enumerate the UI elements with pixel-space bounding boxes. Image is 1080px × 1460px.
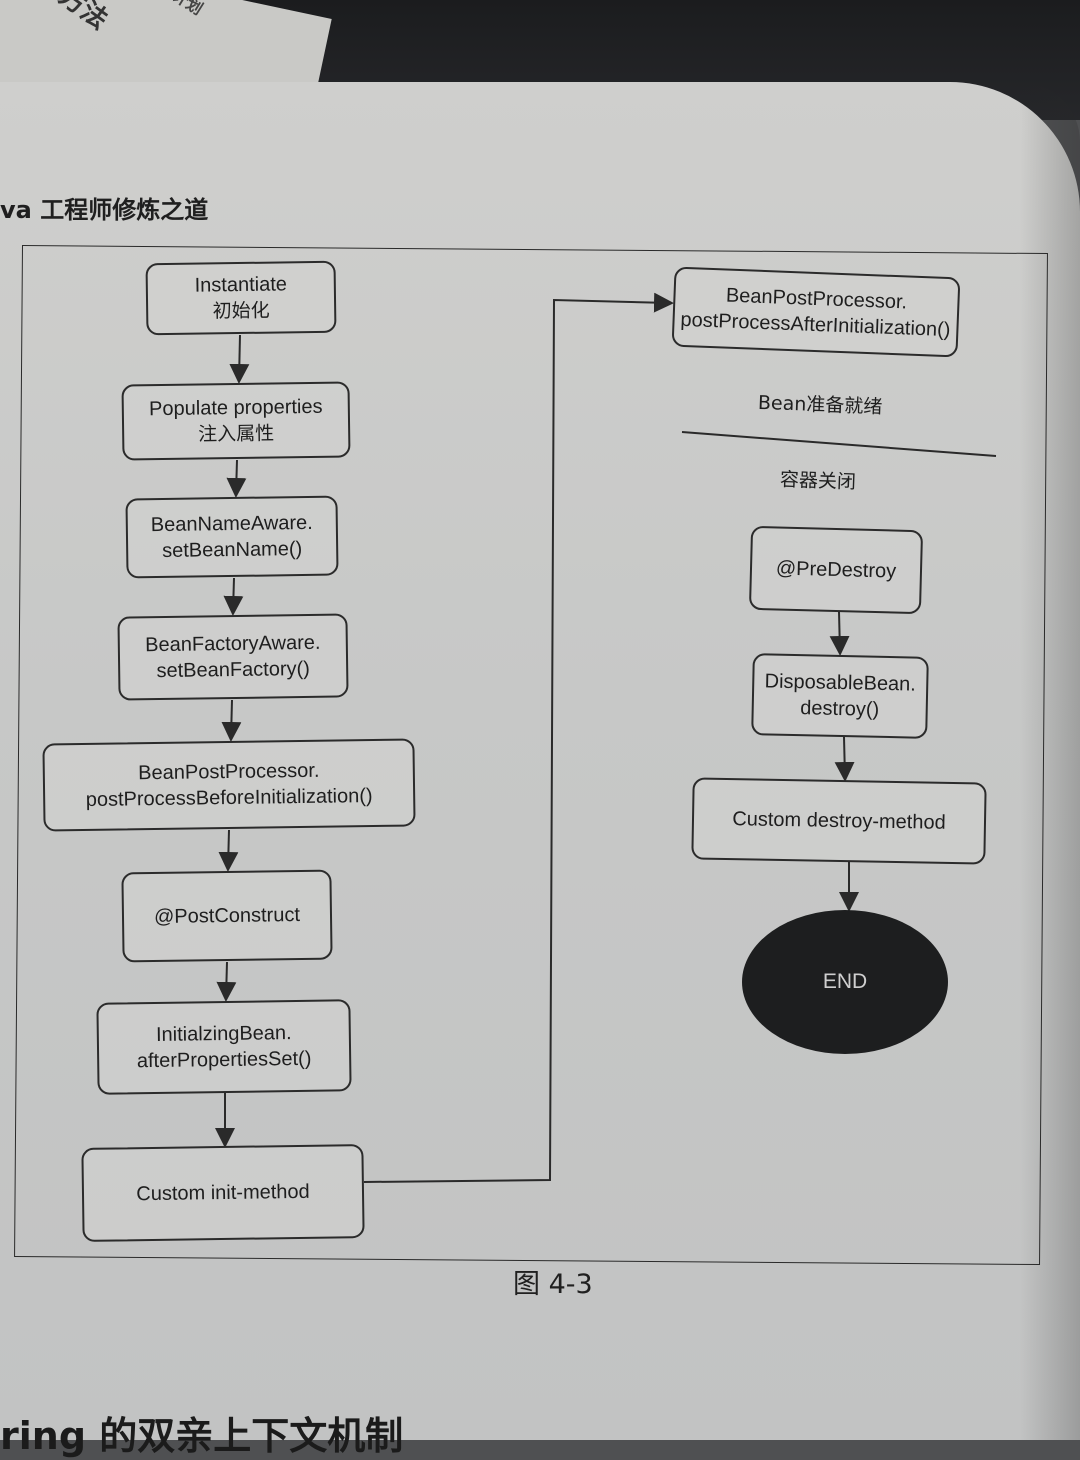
node-populate-subtitle: 注入属性	[198, 422, 275, 446]
arrow-6	[216, 961, 237, 1002]
arrow-4	[221, 699, 242, 742]
arrow-2	[226, 459, 247, 498]
section-heading: ring 的双亲上下文机制	[0, 1414, 404, 1458]
node-instantiate: Instantiate 初始化	[145, 260, 337, 336]
figure-caption: 图 4-3	[513, 1269, 593, 1300]
page-edge-shadow	[1020, 82, 1080, 1440]
node-post-construct: @PostConstruct	[121, 869, 333, 963]
node-post-process-before: BeanPostProcessor. postProcessBeforeInit…	[42, 738, 416, 832]
node-instantiate-subtitle: 初始化	[212, 299, 270, 323]
node-pre-destroy-title: @PreDestroy	[775, 557, 897, 583]
node-pre-destroy: @PreDestroy	[748, 525, 924, 615]
arrow-1	[229, 334, 250, 384]
node-disposable-bean-title: DisposableBean.	[764, 670, 917, 696]
node-initializing-bean-title: InitialzingBean.	[155, 1022, 292, 1046]
node-bean-name-aware-method: setBeanName()	[162, 538, 303, 562]
end-node: END	[742, 910, 948, 1054]
node-disposable-bean-method: destroy()	[800, 697, 880, 721]
arrow-3	[223, 577, 244, 616]
ready-divider	[681, 431, 997, 457]
node-post-process-after: BeanPostProcessor. postProcessAfterIniti…	[671, 266, 961, 358]
node-populate-title: Populate properties	[148, 395, 323, 421]
node-disposable-bean: DisposableBean. destroy()	[751, 653, 929, 739]
node-bean-name-aware: BeanNameAware. setBeanName()	[125, 495, 339, 579]
end-label: END	[822, 970, 868, 993]
arrow-5	[218, 829, 239, 872]
node-custom-init-title: Custom init-method	[136, 1180, 310, 1206]
page-header: va 工程师修炼之道	[0, 196, 209, 224]
node-post-process-after-method: postProcessAfterInitialization()	[680, 308, 951, 342]
node-initializing-bean: InitialzingBean. afterPropertiesSet()	[96, 999, 352, 1095]
arrow-init-to-after	[363, 292, 674, 1183]
arrow-8	[829, 611, 850, 656]
node-post-process-before-method: postProcessBeforeInitialization()	[85, 784, 373, 811]
node-post-process-before-title: BeanPostProcessor.	[138, 759, 320, 785]
container-close-label: 容器关闭	[779, 468, 857, 494]
node-post-construct-title: @PostConstruct	[153, 903, 301, 929]
node-bean-factory-aware-title: BeanFactoryAware.	[145, 631, 321, 657]
node-instantiate-title: Instantiate	[194, 273, 288, 297]
node-bean-factory-aware: BeanFactoryAware. setBeanFactory()	[117, 613, 349, 701]
node-initializing-bean-method: afterPropertiesSet()	[136, 1047, 312, 1073]
node-custom-destroy-title: Custom destroy-method	[732, 808, 946, 834]
node-custom-init-method: Custom init-method	[81, 1144, 365, 1242]
bean-ready-label: Bean准备就绪	[757, 391, 883, 419]
node-custom-destroy-method: Custom destroy-method	[691, 777, 987, 865]
node-bean-name-aware-title: BeanNameAware.	[150, 511, 313, 537]
node-populate-properties: Populate properties 注入属性	[121, 381, 351, 461]
arrow-9	[834, 736, 855, 782]
node-bean-factory-aware-method: setBeanFactory()	[156, 657, 311, 683]
